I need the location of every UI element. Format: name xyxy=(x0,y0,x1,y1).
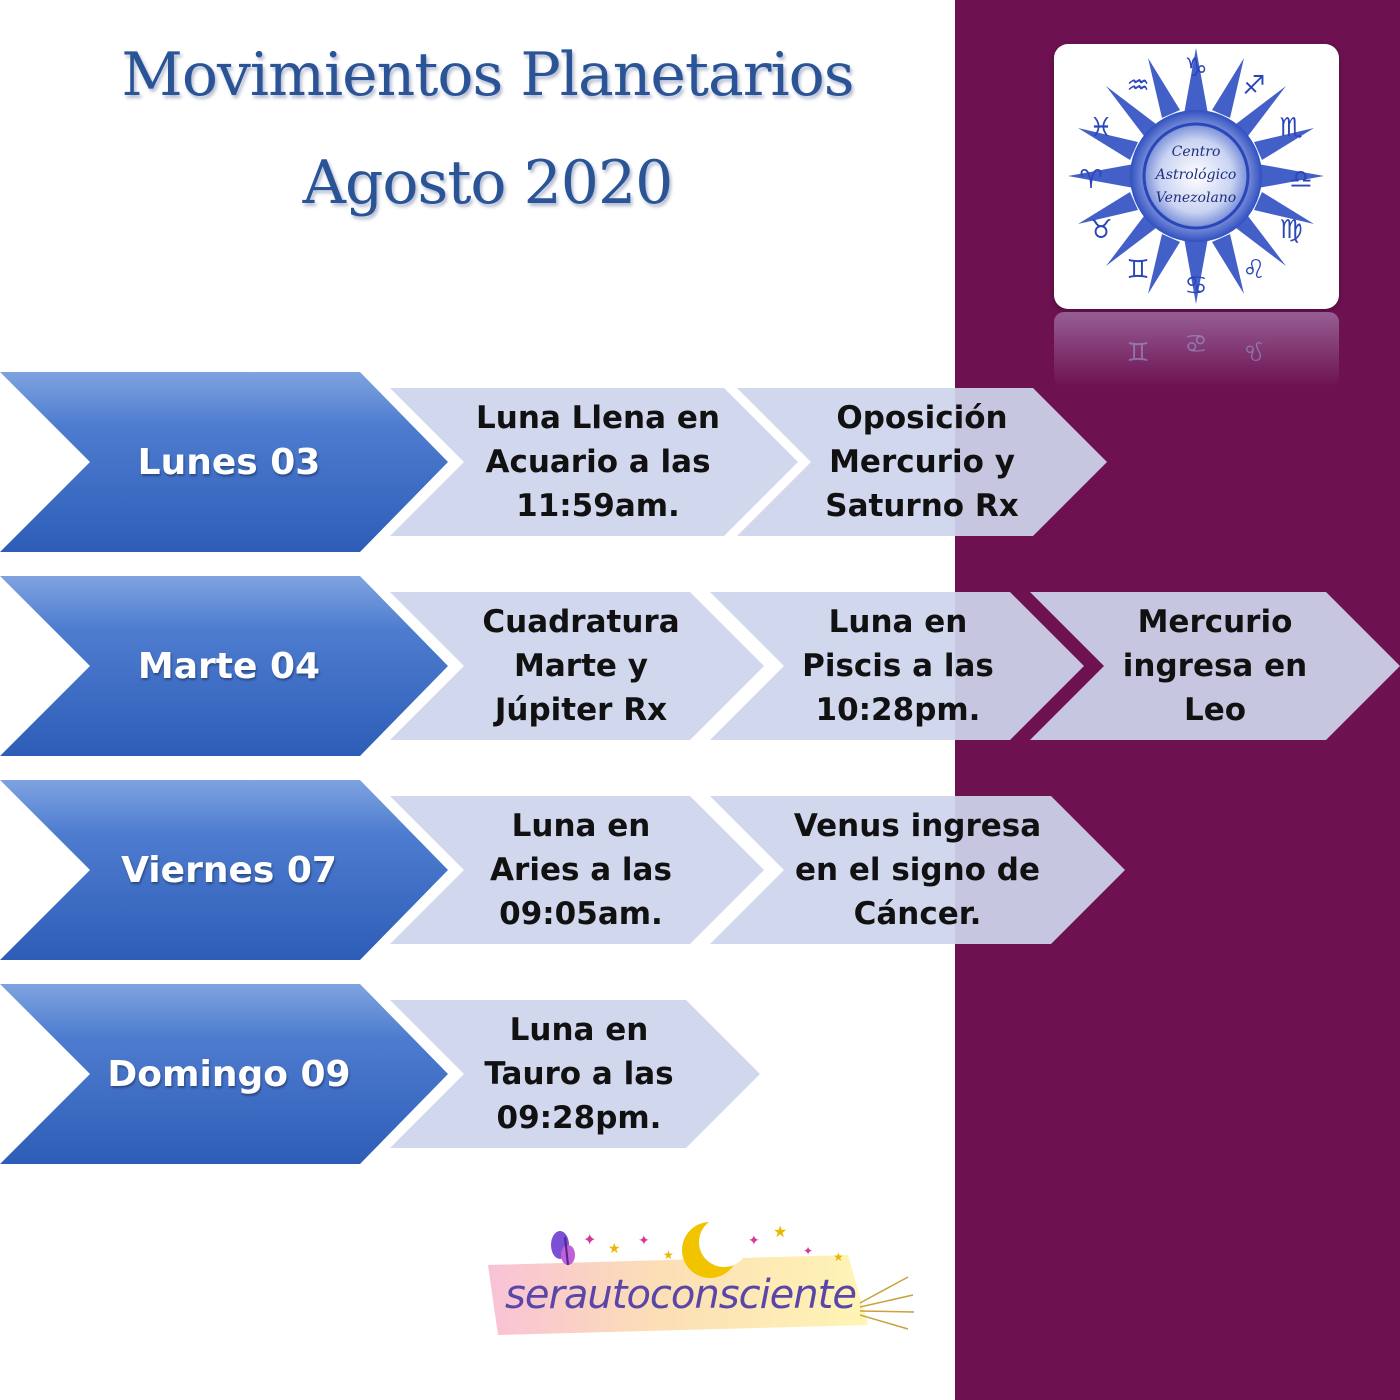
day-chevron: Marte 04 xyxy=(0,576,448,756)
svg-text:★: ★ xyxy=(833,1250,844,1264)
svg-text:✦: ✦ xyxy=(638,1233,650,1249)
svg-text:♏: ♏ xyxy=(1279,113,1302,143)
svg-text:♑: ♑ xyxy=(1184,53,1207,83)
day-label: Lunes 03 xyxy=(137,441,321,483)
event-chevron: Luna en Piscis a las 10:28pm. xyxy=(710,592,1084,740)
light-rays-icon xyxy=(859,1276,915,1330)
zodiac-wheel-icon: ♑ ♐ ♒ ♏ ♓ ♎ ♈ ♍ ♉ ♌ ♊ ♋ Centro Astrológi… xyxy=(1068,48,1324,304)
schedule-row-lunes: Lunes 03 Luna Llena en Acuario a las 11:… xyxy=(0,372,1400,552)
schedule-row-viernes: Viernes 07 Luna en Aries a las 09:05am. … xyxy=(0,780,1400,960)
svg-text:♉: ♉ xyxy=(1089,215,1112,245)
schedule-row-domingo: Domingo 09 Luna en Tauro a las 09:28pm. xyxy=(0,984,1400,1164)
day-label: Marte 04 xyxy=(137,645,321,687)
svg-text:★: ★ xyxy=(773,1222,787,1241)
svg-text:♌: ♌ xyxy=(1242,335,1265,365)
page-title: Movimientos Planetarios xyxy=(121,40,854,110)
astro-center-logo: ♑ ♐ ♒ ♏ ♓ ♎ ♈ ♍ ♉ ♌ ♊ ♋ Centro Astrológi… xyxy=(1054,44,1339,309)
svg-text:✦: ✦ xyxy=(583,1230,596,1249)
svg-text:♍: ♍ xyxy=(1279,215,1302,245)
day-label: Viernes 07 xyxy=(121,849,337,891)
svg-text:♌: ♌ xyxy=(1242,255,1265,285)
butterfly-icon xyxy=(551,1231,575,1266)
event-text: Luna en Tauro a las 09:28pm. xyxy=(484,1012,674,1136)
svg-text:♓: ♓ xyxy=(1089,113,1112,143)
event-text: Mercurio ingresa en Leo xyxy=(1122,604,1308,728)
day-chevron: Lunes 03 xyxy=(0,372,448,552)
brand-name: serautoconsciente xyxy=(505,1272,857,1318)
svg-text:♈: ♈ xyxy=(1079,165,1102,195)
event-text: Luna en Aries a las 09:05am. xyxy=(490,808,672,932)
zodiac-reflection-icon: ♊ ♋ ♌ xyxy=(1126,327,1265,365)
stars-icon: ✦ ★ ✦ ★ ✦ ★ ✦ ★ xyxy=(583,1222,844,1264)
event-chevron: Luna Llena en Acuario a las 11:59am. xyxy=(390,388,798,536)
logo-text-line3: Venezolano xyxy=(1156,190,1237,206)
svg-text:♎: ♎ xyxy=(1289,165,1312,195)
svg-text:♒: ♒ xyxy=(1126,71,1149,101)
day-chevron: Viernes 07 xyxy=(0,780,448,960)
event-chevron: Venus ingresa en el signo de Cáncer. xyxy=(710,796,1125,944)
day-label: Domingo 09 xyxy=(107,1053,351,1095)
logo-text-line1: Centro xyxy=(1172,144,1221,160)
event-text: Venus ingresa en el signo de Cáncer. xyxy=(793,808,1042,932)
event-text: Cuadratura Marte y Júpiter Rx xyxy=(482,604,680,728)
svg-text:★: ★ xyxy=(663,1248,674,1262)
event-chevron: Mercurio ingresa en Leo xyxy=(1030,592,1400,740)
page-subtitle: Agosto 2020 xyxy=(302,148,674,218)
logo-reflection: ♊ ♋ ♌ xyxy=(1054,312,1339,387)
svg-text:★: ★ xyxy=(608,1241,621,1257)
svg-text:♋: ♋ xyxy=(1184,271,1207,301)
event-text: Oposición Mercurio y Saturno Rx xyxy=(825,400,1019,524)
logo-text-line2: Astrológico xyxy=(1154,167,1237,183)
svg-text:♋: ♋ xyxy=(1184,327,1207,357)
crescent-moon-icon xyxy=(682,1217,749,1278)
svg-text:♊: ♊ xyxy=(1126,255,1149,285)
svg-text:♊: ♊ xyxy=(1126,335,1149,365)
svg-text:✦: ✦ xyxy=(748,1233,760,1249)
svg-text:✦: ✦ xyxy=(803,1244,813,1258)
schedule-row-marte: Marte 04 Cuadratura Marte y Júpiter Rx L… xyxy=(0,576,1400,756)
day-chevron: Domingo 09 xyxy=(0,984,448,1164)
svg-text:♐: ♐ xyxy=(1242,71,1265,101)
brand-logo: ✦ ★ ✦ ★ ✦ ★ ✦ ★ xyxy=(488,1217,915,1335)
event-text: Luna en Piscis a las 10:28pm. xyxy=(802,604,994,728)
event-text: Luna Llena en Acuario a las 11:59am. xyxy=(476,400,720,524)
